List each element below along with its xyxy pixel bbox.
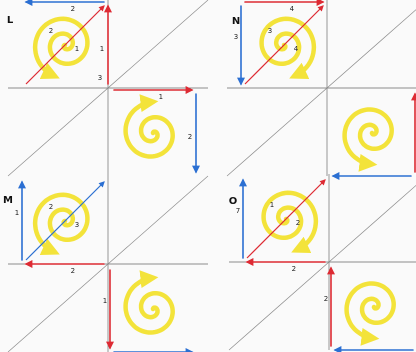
edge-arrow-number: 3 bbox=[234, 33, 238, 41]
diagonal-label: 3 bbox=[98, 74, 102, 82]
edge-arrow-number: 1 bbox=[15, 209, 19, 217]
edge-arrow-number: 1 bbox=[100, 45, 104, 53]
spiral-number: 2 bbox=[49, 203, 53, 211]
spiral-number: 2 bbox=[296, 219, 300, 227]
spiral-curve bbox=[126, 102, 173, 157]
edge-arrow-number: 2 bbox=[188, 133, 192, 141]
panel-label: M bbox=[3, 195, 13, 206]
top-left-box: 3 2 1 2 1 bbox=[26, 2, 108, 84]
edge-arrow-number: 2 bbox=[71, 5, 75, 13]
panel-n: N 4 3 3 4 bbox=[227, 0, 416, 176]
edge-arrow-number: 4 bbox=[290, 5, 295, 13]
bottom-right-box: 12 bbox=[114, 90, 196, 172]
panel-label: N bbox=[232, 16, 240, 27]
panel-label: L bbox=[7, 15, 14, 26]
top-left-box: 1 2 2 3 bbox=[15, 182, 104, 275]
top-left-box: 4 3 3 4 bbox=[234, 2, 323, 84]
spiral-number: 1 bbox=[75, 45, 79, 53]
bottom-right-box: 11 bbox=[103, 270, 192, 352]
spiral-number: 3 bbox=[268, 27, 272, 35]
bottom-right-box bbox=[333, 94, 415, 176]
bottom-right-box: 21 bbox=[324, 268, 413, 352]
edge-arrow-number: 2 bbox=[71, 267, 75, 275]
spiral-curve bbox=[345, 110, 392, 165]
spiral-curve bbox=[126, 278, 173, 333]
spiral-curve bbox=[347, 284, 394, 339]
edge-arrow-number: 2 bbox=[292, 265, 296, 273]
spiral-number: 1 bbox=[270, 201, 274, 209]
panel-label: O bbox=[229, 196, 238, 207]
top-left-box: 7 2 1 2 bbox=[236, 180, 325, 273]
spiral-number: 4 bbox=[294, 45, 299, 53]
edge-arrow-number: 1 bbox=[103, 297, 107, 305]
edge-arrow-number: 2 bbox=[324, 295, 328, 303]
spiral-number: 3 bbox=[75, 221, 79, 229]
spiral-number: 2 bbox=[49, 27, 53, 35]
edge-arrow-number: 7 bbox=[236, 207, 240, 215]
panel-o: O721221 bbox=[229, 174, 416, 352]
edge-arrow-number: 1 bbox=[159, 93, 163, 101]
panel-m: M122311 bbox=[3, 176, 208, 352]
